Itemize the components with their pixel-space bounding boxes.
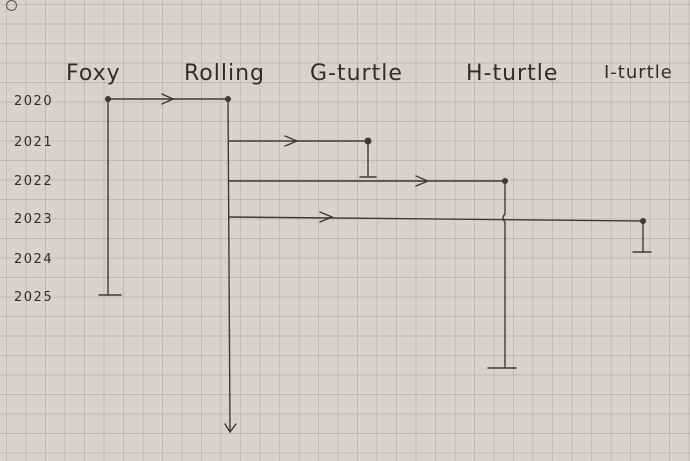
year-label-2024: 2024 — [14, 252, 53, 267]
rolling-lifeline — [227, 98, 231, 431]
corner-circle-mark — [6, 0, 17, 11]
h-turtle-lifeline — [502, 180, 506, 369]
rolling-continuation-arrow — [224, 423, 237, 434]
year-label-2022: 2022 — [14, 174, 53, 189]
distro-label-foxy: Foxy — [66, 61, 121, 86]
year-label-2023: 2023 — [14, 212, 53, 227]
branch-rolling-to-i-turtle — [228, 216, 644, 222]
distro-label-rolling: Rolling — [184, 61, 265, 86]
distro-label-i-turtle: I-turtle — [604, 62, 673, 83]
year-label-2021: 2021 — [14, 135, 53, 150]
year-label-2020: 2020 — [14, 94, 53, 109]
branch-foxy-arrow — [161, 93, 175, 105]
branch-h-turtle-arrow — [415, 175, 430, 187]
year-label-2025: 2025 — [14, 290, 53, 305]
branch-g-turtle-arrow — [284, 135, 299, 147]
distro-label-g-turtle: G-turtle — [310, 61, 403, 86]
distro-label-h-turtle: H-turtle — [466, 61, 558, 86]
branch-i-turtle-arrow — [319, 211, 334, 223]
